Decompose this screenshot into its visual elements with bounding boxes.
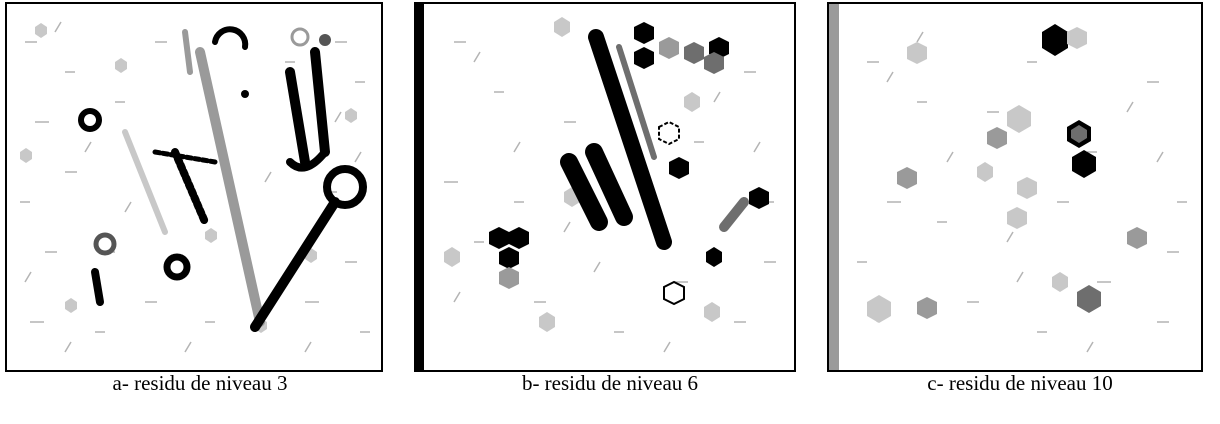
hex-blobs [489,22,769,306]
ring-shape [163,253,191,281]
caption-b: b- residu de niveau 6 [521,371,699,395]
texture-hexes [444,17,720,332]
caption-c: c- residu de niveau 10 [927,371,1113,395]
residual-panel-b: b- residu de niveau 6 [410,0,810,424]
structures [91,26,367,332]
residual-panel-a: a- residu de niveau 3 [0,0,400,424]
residual-image-level-10 [827,2,1203,372]
left-edge-strip [829,4,839,370]
ring-shape [78,108,102,132]
caption-a: a- residu de niveau 3 [112,371,288,395]
residual-image-level-6 [414,2,796,372]
texture-dashes [444,41,776,353]
texture-dashes [20,21,370,353]
ring-shape [93,232,117,256]
structures [560,29,749,250]
left-edge-bar [416,4,424,370]
hex-blobs [867,24,1147,323]
residual-image-level-3 [5,2,383,372]
residual-panel-c: c- residu de niveau 10 [820,0,1220,424]
